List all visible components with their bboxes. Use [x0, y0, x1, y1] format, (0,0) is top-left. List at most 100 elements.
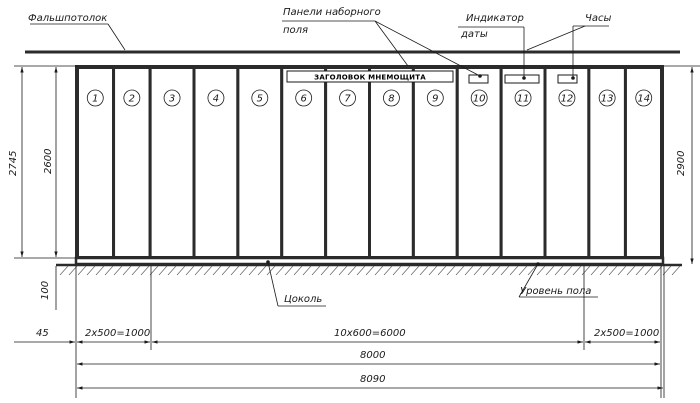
dim-8090-text: 8090: [360, 374, 385, 385]
dim-8000-text: 8000: [360, 350, 385, 361]
hatch-stroke: [491, 265, 501, 276]
hatch-stroke: [428, 265, 438, 276]
hatch-stroke: [608, 265, 618, 276]
hatch-stroke: [122, 265, 132, 276]
hatch-stroke: [338, 265, 348, 276]
clock-box: [557, 74, 578, 84]
panel-number-circle: [339, 89, 356, 107]
hatch-stroke: [95, 265, 105, 276]
panel-number-circle: [514, 89, 532, 107]
hatch-stroke: [644, 265, 654, 276]
hatch-stroke: [131, 265, 141, 276]
hatch-stroke: [392, 265, 402, 276]
hatch-stroke: [527, 265, 537, 276]
hatch-stroke: [275, 265, 285, 276]
hatch-stroke: [104, 265, 114, 276]
hatch-stroke: [473, 265, 483, 276]
hatch-stroke: [167, 265, 177, 276]
hatch-stroke: [464, 265, 474, 276]
panel-number: 3: [169, 94, 175, 105]
panel-number: 6: [301, 94, 307, 105]
hatch-stroke: [545, 265, 555, 276]
panel-number: 14: [637, 94, 650, 105]
panel-number: 2: [129, 94, 135, 105]
hatch-stroke: [284, 265, 294, 276]
hatch-stroke: [293, 265, 303, 276]
dim-2600-text: 2600: [43, 149, 54, 174]
panel-number: 13: [601, 94, 614, 105]
panel-number-circle: [123, 89, 141, 107]
hatch-stroke: [410, 265, 420, 276]
hatch-stroke: [302, 265, 312, 276]
dim-100-text: 100: [40, 281, 51, 300]
hatch-stroke: [626, 265, 636, 276]
floor-hatch: [59, 265, 681, 276]
panel-number: 4: [213, 94, 219, 105]
panel-number-circle: [383, 89, 400, 107]
hatch-stroke: [158, 265, 168, 276]
hatch-stroke: [671, 265, 681, 276]
hatch-stroke: [599, 265, 609, 276]
hatch-stroke: [140, 265, 150, 276]
hatch-stroke: [536, 265, 546, 276]
date-indicator-label-2: даты: [460, 29, 488, 40]
panel-number-circle: [86, 89, 104, 107]
panel-number: 11: [517, 94, 530, 105]
panel-number-circle: [426, 89, 444, 107]
dial-panels-label-2: поля: [283, 25, 308, 36]
hatch-stroke: [374, 265, 384, 276]
clock-label: Часы: [585, 13, 611, 24]
hatch-stroke: [563, 265, 573, 276]
panel-number-circle: [251, 89, 269, 107]
date-indicator-dot: [522, 76, 526, 80]
hatch-stroke: [185, 265, 195, 276]
hatch-stroke: [572, 265, 582, 276]
dim-45-text: 45: [36, 328, 49, 339]
panel-number-circle: [470, 89, 488, 107]
hatch-stroke: [59, 265, 69, 276]
hatch-stroke: [194, 265, 204, 276]
hatch-stroke: [221, 265, 231, 276]
plinth-label: Цоколь: [284, 294, 322, 305]
hatch-stroke: [500, 265, 510, 276]
panel-number: 8: [388, 94, 394, 105]
panel-number-circle: [558, 89, 576, 107]
hatch-stroke: [509, 265, 519, 276]
hatch-stroke: [248, 265, 258, 276]
hatch-stroke: [518, 265, 528, 276]
hatch-stroke: [266, 265, 276, 276]
false-ceiling-leader-2: [107, 23, 126, 51]
date-indicator-box-2: [504, 74, 540, 84]
dial-panels-leader-a: [374, 20, 409, 67]
dim-right-pair-text: 2x500=1000: [594, 328, 659, 339]
hatch-stroke: [401, 265, 411, 276]
hatch-stroke: [86, 265, 96, 276]
floor-leader: [518, 263, 539, 298]
board-title: ЗАГОЛОВОК МНЕМОЩИТА: [314, 74, 426, 82]
panel-number-circle: [295, 89, 313, 107]
floor-level-label: Уровень пола: [520, 286, 591, 297]
dim-left-pair-text: 2x500=1000: [85, 328, 150, 339]
hatch-stroke: [113, 265, 123, 276]
hatch-stroke: [482, 265, 492, 276]
panel-number: 5: [257, 94, 263, 105]
hatch-stroke: [437, 265, 447, 276]
clock-dot: [571, 76, 575, 80]
hatch-stroke: [176, 265, 186, 276]
panel-number: 10: [473, 94, 486, 105]
date-indicator-label-1: Индикатор: [466, 13, 524, 24]
board-title-plate: [286, 70, 454, 83]
hatch-stroke: [311, 265, 321, 276]
plinth-leader: [267, 261, 279, 307]
hatch-stroke: [617, 265, 627, 276]
hatch-stroke: [230, 265, 240, 276]
panel-number-circle: [163, 89, 181, 107]
hatch-stroke: [554, 265, 564, 276]
hatch-stroke: [383, 265, 393, 276]
dial-panels-label-1: Панели наборного: [283, 6, 381, 18]
hatch-stroke: [77, 265, 87, 276]
false-ceiling-label: Фальшпотолок: [28, 13, 107, 24]
hatch-stroke: [419, 265, 429, 276]
